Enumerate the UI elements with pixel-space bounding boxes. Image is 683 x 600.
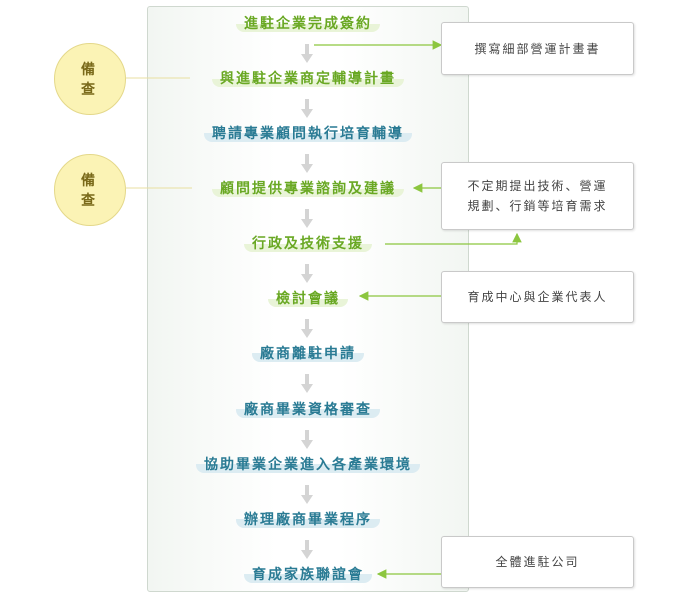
step-8: 廠商畢業資格審查 [147,400,469,420]
record-circle-1: 備查 [54,43,126,115]
down-arrow-icon [301,209,313,228]
record-circle-2: 備查 [54,154,126,226]
down-arrow-icon [301,154,313,173]
down-arrow-icon [301,374,313,393]
step-6: 檢討會議 [147,289,469,309]
down-arrow-icon [301,264,313,283]
support-arrow [385,232,522,245]
down-arrow-icon [301,540,313,559]
down-arrow-icon [301,99,313,118]
meeting-box: 育成中心與企業代表人 [441,271,634,323]
step-9: 協助畢業企業進入各產業環境 [147,455,469,475]
consult-box: 不定期提出技術、營運 規劃、行銷等培育需求 [441,162,634,230]
down-arrow-icon [301,319,313,338]
step-7: 廠商離駐申請 [147,344,469,364]
alumni-box: 全體進駐公司 [441,536,634,588]
down-arrow-icon [301,430,313,449]
plan-box: 撰寫細部營運計畫書 [441,22,634,75]
step-10: 辦理廠商畢業程序 [147,510,469,530]
step-3: 聘請專業顧問執行培育輔導 [147,124,469,144]
step-5: 行政及技術支援 [147,234,469,254]
down-arrow-icon [301,44,313,63]
step-4: 顧問提供專業諮詢及建議 [147,179,469,199]
step-2: 與進駐企業商定輔導計畫 [147,69,469,89]
step-1: 進駐企業完成簽約 [147,14,469,34]
down-arrow-icon [301,485,313,504]
step-11: 育成家族聯誼會 [147,565,469,585]
